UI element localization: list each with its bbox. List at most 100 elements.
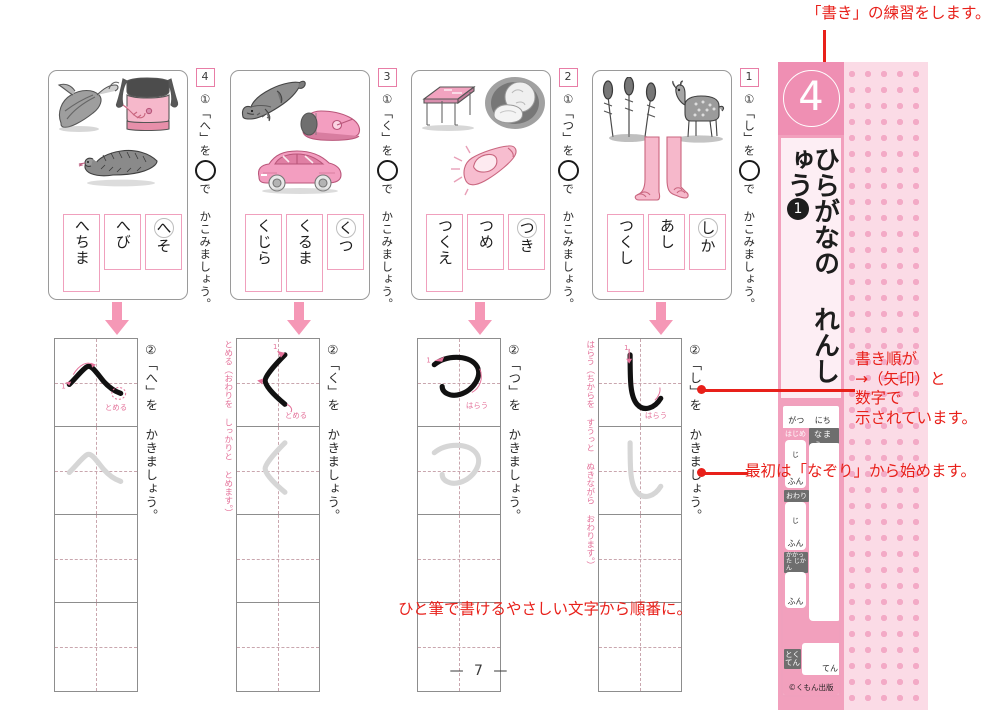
exercise-column-4: 4 ①「へ」を で かこみましょう。 <box>42 62 220 702</box>
grid-cell-blank[interactable] <box>55 603 137 691</box>
exercise-1-prompt: 1 ①「し」を で かこみましょう。 <box>734 68 764 318</box>
annotation-nazori-leader-dot <box>697 468 706 477</box>
word-text: くじら <box>254 218 273 266</box>
grid-cell-model[interactable]: 1 とめる <box>55 339 137 427</box>
tsukue-desk-illustration <box>418 81 480 133</box>
circle-icon <box>738 160 760 181</box>
grid-cell-blank[interactable] <box>237 603 319 691</box>
grid-cell-model[interactable]: 1 はらう <box>418 339 500 427</box>
word-text: つくし <box>616 218 635 266</box>
word-box: くつ <box>327 214 364 270</box>
svg-text:はらう: はらう <box>645 411 667 420</box>
name-date-block[interactable]: にち がつ なまえ はじめ ふん じ おわり ふん じ <box>781 404 841 697</box>
grid-cell-blank[interactable] <box>418 603 500 691</box>
word-box: くじら <box>245 214 282 292</box>
unit-title-block: ひらがなの れんしゅう1 <box>781 138 841 398</box>
grid-cell-trace[interactable] <box>55 427 137 515</box>
exercise-2-picture-card: つき つめ つくえ <box>411 70 551 300</box>
word-text: へそ <box>153 218 174 254</box>
circled-kana: へ <box>153 218 174 238</box>
exercise-1-pictures <box>593 71 731 211</box>
unit-title-circled-number: 1 <box>787 198 809 220</box>
exercise-4-picture-card: へそ へび へちま <box>48 70 188 300</box>
exercise-3-practice-grid[interactable]: 1 とめる <box>236 338 320 692</box>
svg-text:とめる: とめる <box>105 403 127 412</box>
down-arrow-icon <box>104 302 130 336</box>
exercise-4-question-tail: で かこみましょう。 <box>198 183 213 311</box>
exercise-1-question-head: ①「し」を <box>742 92 757 157</box>
unit-number: 4 <box>782 70 840 127</box>
word-text: つめ <box>476 218 495 250</box>
circled-kana: く <box>335 218 356 238</box>
word-text: つき <box>516 218 537 254</box>
tokuten-score-field[interactable]: てん <box>802 643 839 675</box>
svg-text:はらう: はらう <box>466 401 488 410</box>
namae-input-field[interactable] <box>809 443 839 621</box>
annotation-stroke-order-leader-line <box>700 389 855 392</box>
svg-text:とめる: とめる <box>285 411 307 420</box>
annotation-nazori: 最初は「なぞり」から始めます。 <box>745 462 976 480</box>
date-row[interactable]: にち がつ <box>783 406 839 428</box>
exercise-3-prompt: 3 ①「く」を で かこみましょう。 <box>372 68 402 318</box>
exercise-3-stroke-hint: とめる（おわりを しっかりと とめます。） <box>222 340 236 640</box>
worksheet-body: 1 ①「し」を で かこみましょう。 <box>30 62 778 702</box>
circled-kana: つ <box>516 218 537 238</box>
grid-cell-model[interactable]: 1 はらう <box>599 339 681 427</box>
name-block-body: なまえ はじめ ふん じ おわり ふん じ かかった じかん ふん <box>783 428 839 695</box>
word-box: あし <box>648 214 685 270</box>
grid-cell-blank[interactable] <box>418 515 500 603</box>
exercise-2-instruction-2: ②「つ」を かきましょう。 <box>506 342 522 523</box>
exercise-column-2: 2 ①「つ」を で かこみましょう。 <box>405 62 583 702</box>
exercise-4-stroke-hint <box>40 340 54 640</box>
word-box: へび <box>104 214 141 270</box>
svg-text:1: 1 <box>273 343 277 351</box>
grid-cell-blank[interactable] <box>599 515 681 603</box>
day-label: にち <box>814 416 831 425</box>
copyright-text: ©くもん出版 <box>788 683 834 692</box>
svg-text:1: 1 <box>61 382 65 390</box>
kana-model-tsu: 1 はらう <box>426 354 488 410</box>
word-box: へちま <box>63 214 100 292</box>
hajime-time-field[interactable]: ふん <box>785 440 806 488</box>
grid-cell-trace[interactable] <box>237 427 319 515</box>
exercise-2-pictures <box>412 71 550 211</box>
owari-fun-label: ふん <box>787 539 804 548</box>
heso-navel-illustration <box>111 75 183 137</box>
owari-ji-label: じ <box>792 517 799 525</box>
kana-model-he: 1 とめる <box>61 362 127 412</box>
kana-model-shi: 1 はらう <box>624 344 667 420</box>
word-text: あし <box>657 218 676 250</box>
grid-cell-model[interactable]: 1 とめる <box>237 339 319 427</box>
grid-cell-blank[interactable] <box>599 603 681 691</box>
exercise-3-question-head: ①「く」を <box>380 92 395 157</box>
exercise-1-word-boxes: しか あし つくし <box>598 214 726 294</box>
annotation-nazori-leader-line <box>700 472 748 475</box>
grid-cell-trace[interactable] <box>418 427 500 515</box>
down-arrow-icon <box>467 302 493 336</box>
exercise-4-prompt: 4 ①「へ」を で かこみましょう。 <box>190 68 220 318</box>
kakatta-jikan-label: かかった じかん <box>784 552 808 573</box>
word-text: しか <box>697 218 718 254</box>
exercise-1-picture-card: しか あし つくし <box>592 70 732 300</box>
grid-cell-blank[interactable] <box>55 515 137 603</box>
panel-dot-pattern <box>840 62 928 710</box>
annotation-stroke-order-leader-dot <box>697 385 706 394</box>
owari-time-field[interactable]: ふん <box>785 502 806 550</box>
exercise-2-question-tail: で かこみましょう。 <box>561 183 576 311</box>
exercise-2-practice-grid[interactable]: 1 はらう <box>417 338 501 692</box>
unit-number-block: 4 <box>778 62 844 135</box>
grid-cell-blank[interactable] <box>237 515 319 603</box>
tokuten-label: とくてん <box>784 649 801 669</box>
tsukushi-horsetail-illustration <box>599 77 661 143</box>
word-box: くるま <box>286 214 323 292</box>
kana-trace-ku <box>262 440 288 495</box>
exercise-column-3: 3 ①「く」を で かこみましょう。 <box>222 62 402 702</box>
month-label: がつ <box>788 416 805 425</box>
exercise-3-question-tail: で かこみましょう。 <box>380 183 395 311</box>
kakatta-time-field[interactable]: ふん <box>785 572 806 608</box>
grid-cell-trace[interactable] <box>599 427 681 515</box>
exercise-4-practice-grid[interactable]: 1 とめる <box>54 338 138 692</box>
hajime-label: はじめ <box>785 430 806 438</box>
exercise-3-word-boxes: くつ くるま くじら <box>236 214 364 294</box>
exercise-1-practice-grid[interactable]: 1 はらう <box>598 338 682 692</box>
